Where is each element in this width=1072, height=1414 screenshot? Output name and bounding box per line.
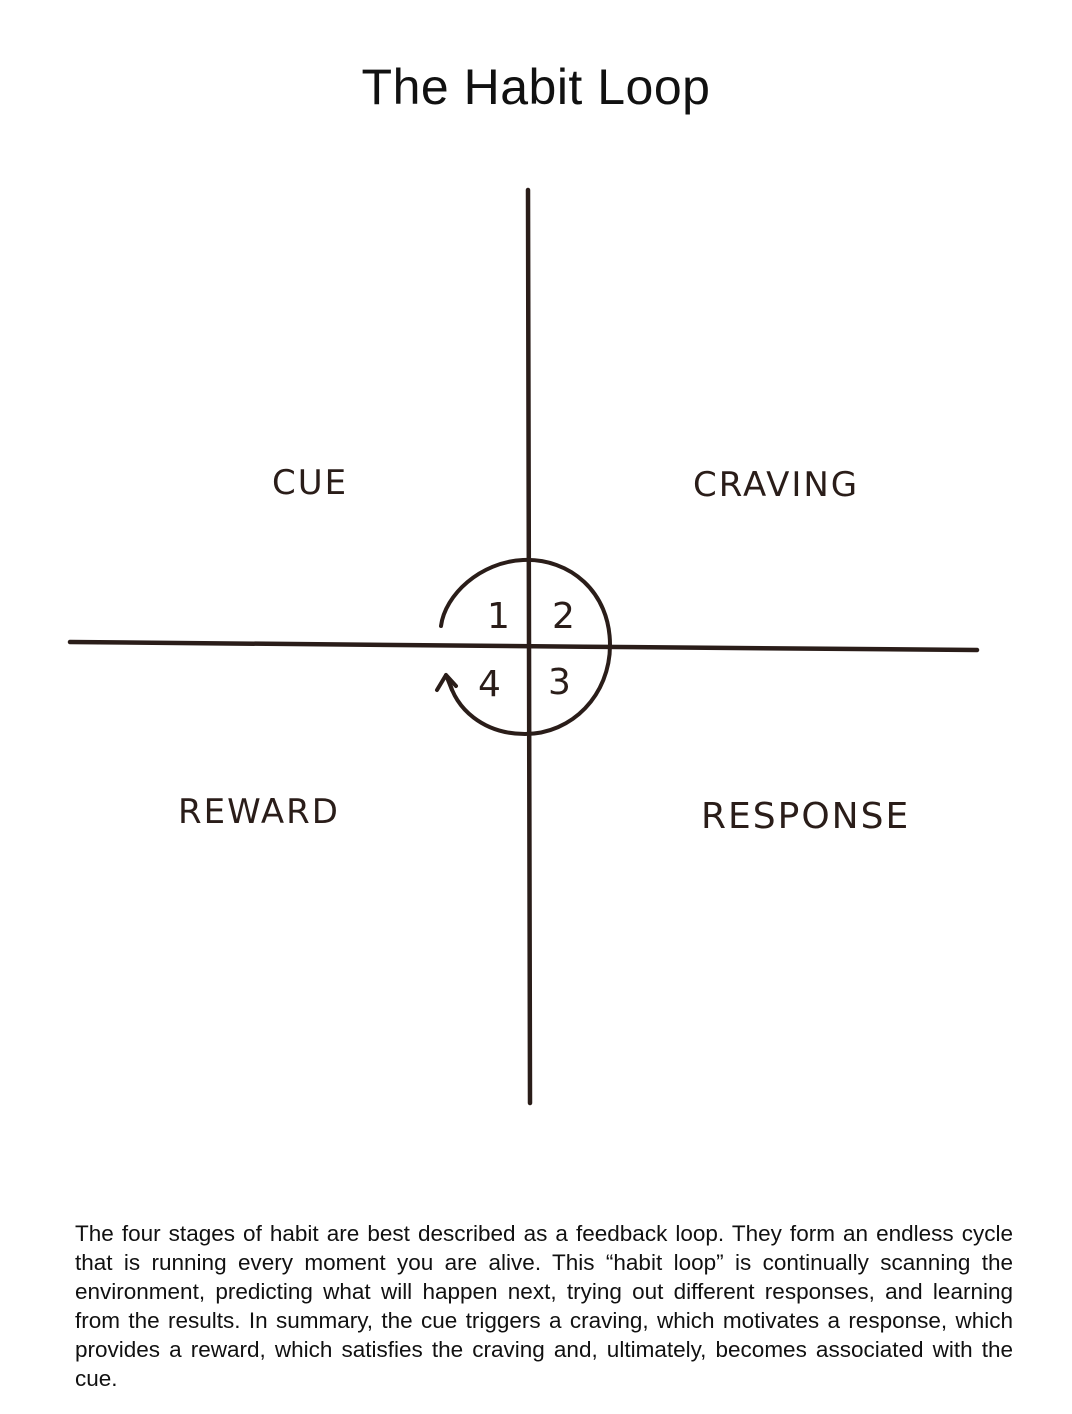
stage-number-4: 4 bbox=[478, 664, 503, 705]
quadrant-label-craving: CRAVING bbox=[693, 465, 859, 505]
horizontal-axis bbox=[67, 639, 980, 653]
quadrant-label-response: RESPONSE bbox=[701, 796, 910, 837]
vertical-axis bbox=[525, 187, 533, 1106]
loop-circle bbox=[439, 557, 613, 737]
stage-number-1: 1 bbox=[487, 596, 512, 637]
loop-arrow-icon bbox=[435, 673, 458, 692]
quadrant-label-cue: CUE bbox=[272, 463, 348, 503]
stage-number-3: 3 bbox=[548, 662, 573, 703]
page-title: The Habit Loop bbox=[361, 59, 711, 115]
stage-number-2: 2 bbox=[552, 596, 577, 637]
quadrant-label-reward: REWARD bbox=[178, 792, 340, 832]
caption-paragraph: The four stages of habit are best descri… bbox=[75, 1220, 1013, 1391]
